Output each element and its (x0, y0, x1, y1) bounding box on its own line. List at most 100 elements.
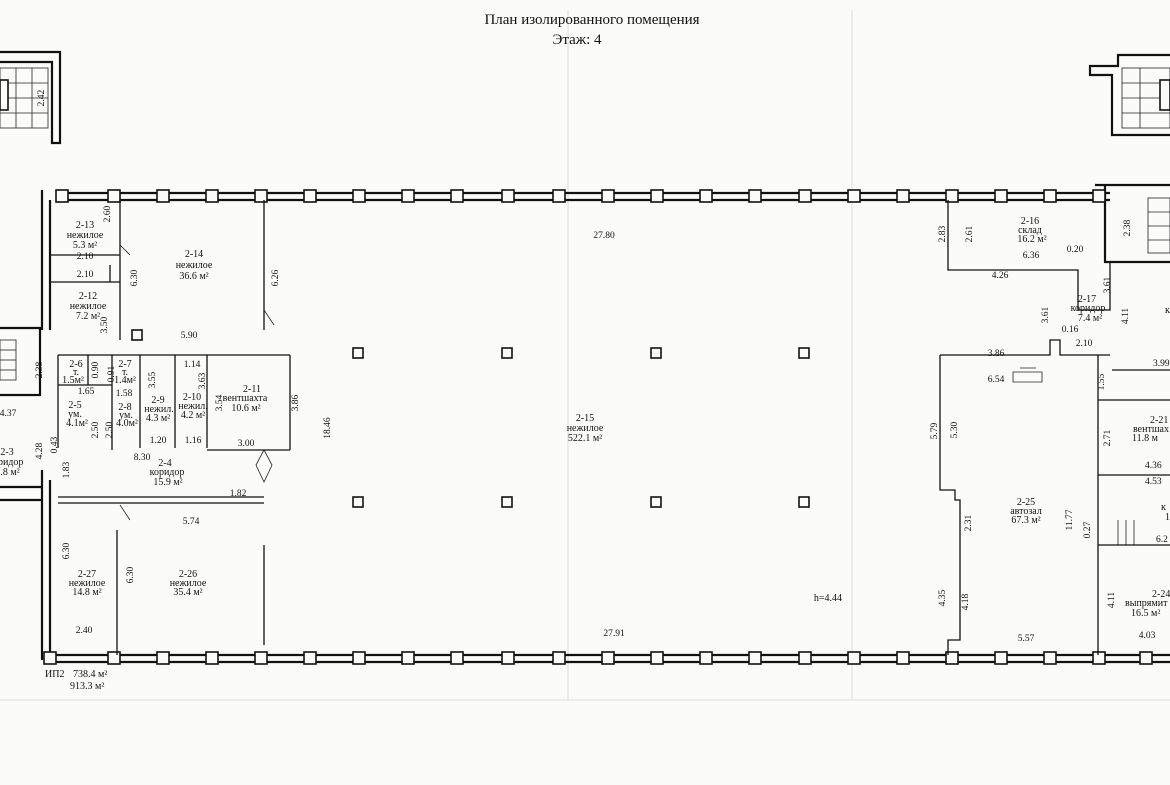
dimension-label: 2.40 (76, 626, 93, 636)
dimension-label: 6.30 (126, 566, 136, 583)
room-2-9-area: 4.3 м² (146, 413, 170, 424)
dimension-label: 5.30 (950, 421, 960, 438)
room-2-3-id: 2-3 (0, 447, 13, 458)
interior-columns (352, 347, 810, 508)
wall-column (798, 189, 812, 203)
room-2-6-area: 1.5м² (62, 375, 84, 386)
wall-column (601, 189, 615, 203)
wall-column (156, 189, 170, 203)
room-2-25-name: автозал (1010, 506, 1042, 517)
wall-column (896, 189, 910, 203)
room-2-13-area: 5.3 м² (73, 240, 97, 251)
partial-label-r2: к (1161, 502, 1166, 513)
dimension-labels: 2.42 2.60 2.10 2.10 6.30 3.50 5.90 6.26 … (0, 89, 1170, 644)
room-2-27-id: 2-27 (78, 569, 96, 580)
dimension-label: 6.26 (271, 269, 281, 286)
room-2-15-id: 2-15 (576, 413, 594, 424)
total-area-2: 913.3 м² (70, 681, 104, 692)
total-area-1: 738.4 м² (73, 669, 107, 680)
room-2-9-id: 2-9 (151, 395, 164, 406)
wall-column (156, 651, 170, 665)
dimension-label: 4.11 (1121, 308, 1131, 325)
room-2-21-id: 2-21 (1150, 415, 1168, 426)
room-2-13-name: нежилое (67, 230, 104, 241)
room-2-8-id: 2-8 (118, 402, 131, 413)
dimension-label: 0.20 (1067, 245, 1084, 255)
room-2-10-name: нежил. (178, 401, 208, 412)
room-2-26-area: 35.4 м² (173, 587, 202, 598)
wall-column (450, 651, 464, 665)
wall-column (501, 651, 515, 665)
room-2-7-name: т. (122, 367, 128, 378)
room-2-26-id: 2-26 (179, 569, 197, 580)
dimension-label: 5.90 (181, 331, 198, 341)
dimension-label: 6.30 (62, 542, 72, 559)
room-2-3-area: .8 м² (0, 467, 19, 478)
dimension-label: 3.55 (148, 371, 158, 388)
dimension-label: 0.16 (1062, 325, 1079, 335)
dimension-label: 4.03 (1139, 631, 1156, 641)
floor-label: Этаж: 4 (552, 32, 602, 48)
left-partitions (50, 200, 291, 655)
room-2-14-id: 2-14 (185, 249, 203, 260)
dimension-label: 3.61 (1041, 306, 1051, 323)
wall-column (107, 651, 121, 665)
dimension-label: 0.43 (50, 436, 60, 453)
dimension-label: 6.54 (988, 375, 1005, 385)
dimension-label: 3.61 (1103, 276, 1113, 293)
dimension-label: 2.10 (77, 252, 94, 262)
wall-column (352, 651, 366, 665)
wall-column (896, 651, 910, 665)
wall-column (401, 651, 415, 665)
wall-column (1139, 651, 1153, 665)
ceiling-height-label: h=4.44 (814, 593, 842, 604)
room-2-16-id: 2-16 (1021, 216, 1039, 227)
plan-code: ИП2 (45, 669, 64, 680)
wall-column (205, 651, 219, 665)
dimension-label: 2.50 (91, 421, 101, 438)
room-2-13-id: 2-13 (76, 220, 94, 231)
room-2-10-area: 4.2 м² (181, 410, 205, 421)
room-2-25-area: 67.3 м² (1011, 515, 1040, 526)
dimension-label: 4.35 (938, 589, 948, 606)
dimension-label: 2.71 (1103, 429, 1113, 446)
dimension-label: 0.90 (91, 361, 101, 378)
partial-label-r3: 1 (1165, 512, 1170, 523)
dimension-label: 2.10 (1076, 339, 1093, 349)
room-2-17-name: коридор (1071, 303, 1106, 314)
room-2-4-area: 15.9 м² (153, 477, 182, 488)
wall-column (748, 189, 762, 203)
dimension-label: 2.31 (964, 514, 974, 531)
room-2-4-id: 2-4 (158, 458, 171, 469)
wall-column (1092, 651, 1106, 665)
room-2-21-area: 11.8 м (1132, 433, 1159, 444)
wall-column (254, 189, 268, 203)
room-2-9-name: нежил. (144, 404, 174, 415)
room-2-14-area: 36.6 м² (179, 271, 208, 282)
room-labels: 2-13 нежилое 5.3 м² 2-14 нежилое 36.6 м²… (0, 216, 1170, 619)
dimension-label: 3.86 (291, 394, 301, 411)
dimension-label: 4.18 (961, 593, 971, 610)
dimension-label: 1.83 (62, 461, 72, 478)
dimension-label: 1.16 (185, 436, 202, 446)
wall-column (450, 189, 464, 203)
dimension-label: 5.79 (930, 422, 940, 439)
dimension-label: 2.38 (35, 361, 45, 378)
stair-block-top-right (1088, 53, 1170, 137)
room-2-25-id: 2-25 (1017, 497, 1035, 508)
room-2-12-area: 7.2 м² (76, 311, 100, 322)
room-2-26-name: нежилое (170, 578, 207, 589)
wall-column (552, 651, 566, 665)
room-2-4-name: коридор (150, 467, 185, 478)
wall-column (847, 651, 861, 665)
dimension-label: 3.50 (100, 316, 110, 333)
dimension-label: 6.36 (1023, 251, 1040, 261)
wall-column (303, 651, 317, 665)
wall-column (501, 189, 515, 203)
dimension-label: 4.37 (0, 409, 17, 419)
room-2-5-id: 2-5 (68, 400, 81, 411)
room-2-24-id: 2-24 (1152, 589, 1170, 600)
dimension-label: 8.30 (134, 453, 151, 463)
room-2-7-area: 1.4м² (114, 375, 136, 386)
